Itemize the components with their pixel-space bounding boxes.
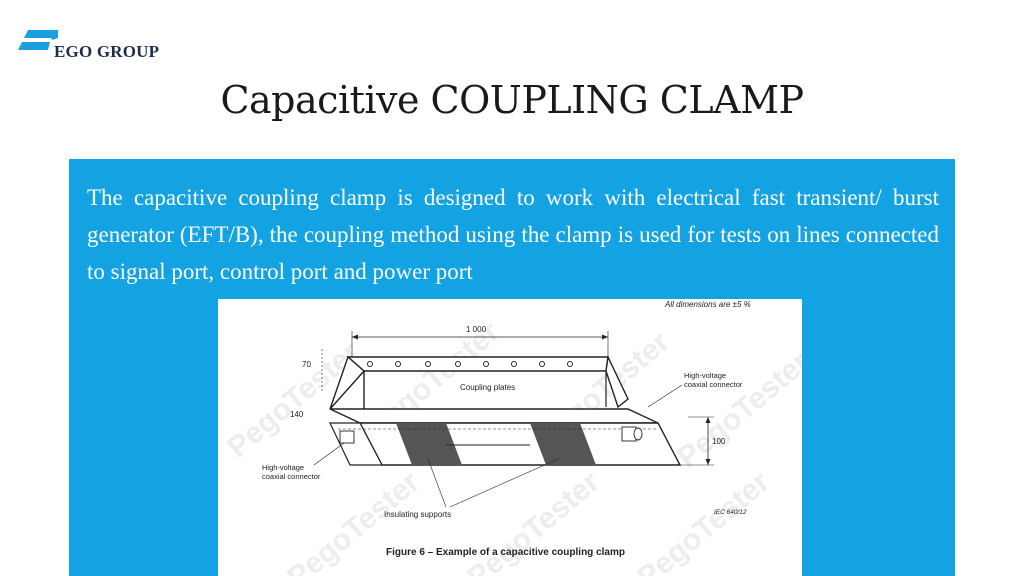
iec-reference: IEC 640/12 [714,509,747,516]
dim-140-label: 140 [290,410,304,419]
brand-logo: EGO GROUP [18,28,178,64]
clamp-diagram: PegoTester PegoTester PegoTester PegoTes… [221,300,802,576]
slide-title: Capacitive COUPLING CLAMP [220,78,804,122]
clamp-figure: PegoTester PegoTester PegoTester PegoTes… [218,299,802,576]
watermark-text: PegoTester [671,345,802,474]
hv-left-label-line1: High-voltage [262,463,304,472]
hv-left-label-line2: coaxial connector [262,472,321,481]
watermark-text: PegoTester [631,465,776,576]
watermark-text: PegoTester [461,465,606,576]
hv-right-label-line1: High-voltage [684,371,726,380]
hv-right-label-line2: coaxial connector [684,380,743,389]
brand-name: EGO GROUP [54,42,160,61]
figure-caption: Figure 6 – Example of a capacitive coupl… [386,547,625,558]
content-panel: The capacitive coupling clamp is designe… [69,159,955,576]
dim-length-label: 1 000 [466,325,487,334]
dim-100-label: 100 [712,437,726,446]
coupling-plates-label: Coupling plates [460,383,515,392]
logo-mark-icon [18,30,58,50]
watermark-text: PegoTester [281,465,426,576]
dimension-note: All dimensions are ±5 % [664,300,751,309]
slide-description: The capacitive coupling clamp is designe… [87,185,939,284]
insulating-supports-label: Insulating supports [384,510,451,519]
dim-70-label: 70 [302,360,311,369]
